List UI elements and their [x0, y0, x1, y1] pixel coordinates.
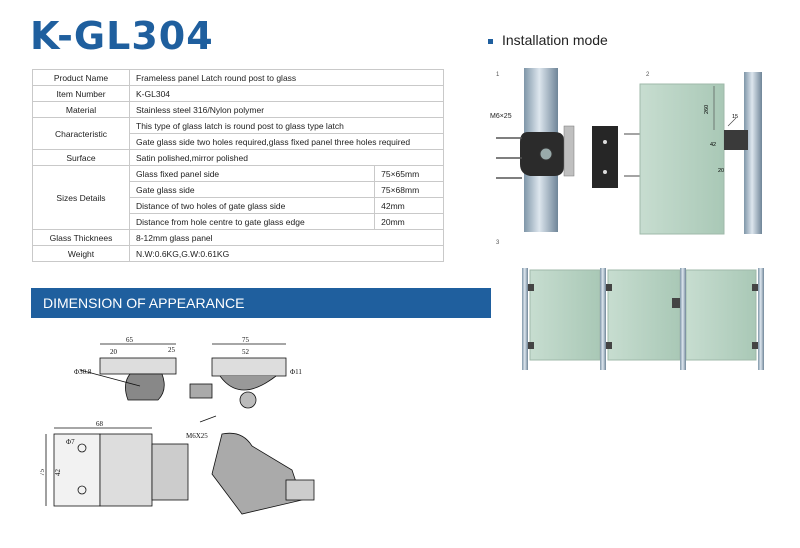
screws: [496, 137, 522, 179]
spec-value: Stainless steel 316/Nylon polymer: [129, 101, 444, 118]
dimension-drawings: 65 25 20 Φ30.8 75 52 Φ11 68 Φ7 75 42 M6X…: [40, 336, 315, 515]
size-key: Distance from hole centre to gate glass …: [128, 213, 376, 230]
spec-value: 8-12mm glass panel: [129, 229, 444, 246]
dimension-label: 52: [242, 348, 250, 356]
spec-label: Product Name: [32, 69, 130, 86]
size-value: 42mm: [374, 197, 444, 214]
screw-label: M6X25: [186, 432, 208, 440]
spec-value: N.W:0.6KG,G.W:0.61KG: [129, 245, 444, 262]
iso-view: [199, 415, 315, 515]
spec-label: Weight: [32, 245, 130, 262]
dimension-label: 75: [40, 469, 46, 477]
fence-post: [522, 268, 528, 370]
clamps: [528, 284, 758, 349]
bolts: [624, 133, 640, 177]
fig-number: 3: [496, 240, 500, 246]
front-view: [211, 343, 287, 409]
dimension-label: 20: [718, 168, 724, 174]
size-key: Glass fixed panel side: [128, 165, 376, 182]
gate-plate: [592, 126, 618, 188]
dimension-label: 20: [110, 348, 118, 356]
glass-panel: [639, 83, 725, 235]
spec-label: Sizes Details: [32, 165, 130, 230]
dimension-label: 65: [126, 336, 134, 344]
fence-post: [600, 268, 606, 370]
glass-panel: [607, 269, 681, 361]
size-key: Distance of two holes of gate glass side: [128, 197, 376, 214]
dimension-banner: DIMENSION OF APPEARANCE: [31, 288, 491, 318]
dimension-lines: [713, 86, 737, 130]
fig-number: 2: [646, 72, 650, 78]
dimension-label: 15: [732, 114, 738, 120]
glass-panel: [529, 269, 601, 361]
spec-label: Characteristic: [32, 117, 130, 150]
dimension-label: 75: [242, 336, 250, 344]
latch-knob: [539, 147, 553, 161]
top-view: [45, 427, 189, 507]
glass-panel: [685, 269, 757, 361]
dimension-label: 260: [704, 105, 710, 114]
dimension-label: 68: [96, 420, 104, 428]
product-title: K-GL304: [30, 14, 214, 58]
dimension-label: Φ7: [66, 438, 75, 446]
fence-post: [680, 268, 686, 370]
spec-value: Frameless panel Latch round post to glas…: [129, 69, 444, 86]
plate-hole: [603, 170, 607, 174]
spec-label: Surface: [32, 149, 130, 166]
round-post: [744, 72, 762, 234]
fig-number: 1: [496, 72, 500, 78]
dimension-label: 42: [54, 469, 62, 477]
spec-value: Satin polished,mirror polished: [129, 149, 444, 166]
spec-value: K-GL304: [129, 85, 444, 102]
dimension-label: Φ30.8: [74, 368, 92, 376]
size-key: Gate glass side: [128, 181, 376, 198]
size-value: 20mm: [374, 213, 444, 230]
dimension-label: 25: [168, 346, 176, 354]
side-view: [79, 343, 213, 401]
dimension-label: 42: [710, 142, 716, 148]
fence-post: [758, 268, 764, 370]
spec-value: This type of glass latch is round post t…: [129, 117, 444, 134]
mount-plate: [563, 125, 575, 177]
size-value: 75×68mm: [374, 181, 444, 198]
spec-label: Glass Thicknees: [32, 229, 130, 246]
spec-value: Gate glass side two holes required,glass…: [129, 133, 444, 150]
spec-label: Material: [32, 101, 130, 118]
latch-body: [724, 130, 748, 150]
dimension-label: Φ11: [290, 368, 302, 376]
installation-illustration: 1 2 3 M6×25 260 42 20 15: [490, 68, 764, 370]
plate-hole: [603, 140, 607, 144]
installation-heading: Installation mode: [488, 32, 608, 48]
spec-label: Item Number: [32, 85, 130, 102]
table-row: Distance of two holes of gate glass side…: [33, 197, 444, 214]
bullet-icon: [488, 38, 493, 44]
installation-label: Installation mode: [502, 32, 608, 48]
screw-label: M6×25: [490, 113, 512, 120]
size-value: 75×65mm: [374, 165, 444, 182]
